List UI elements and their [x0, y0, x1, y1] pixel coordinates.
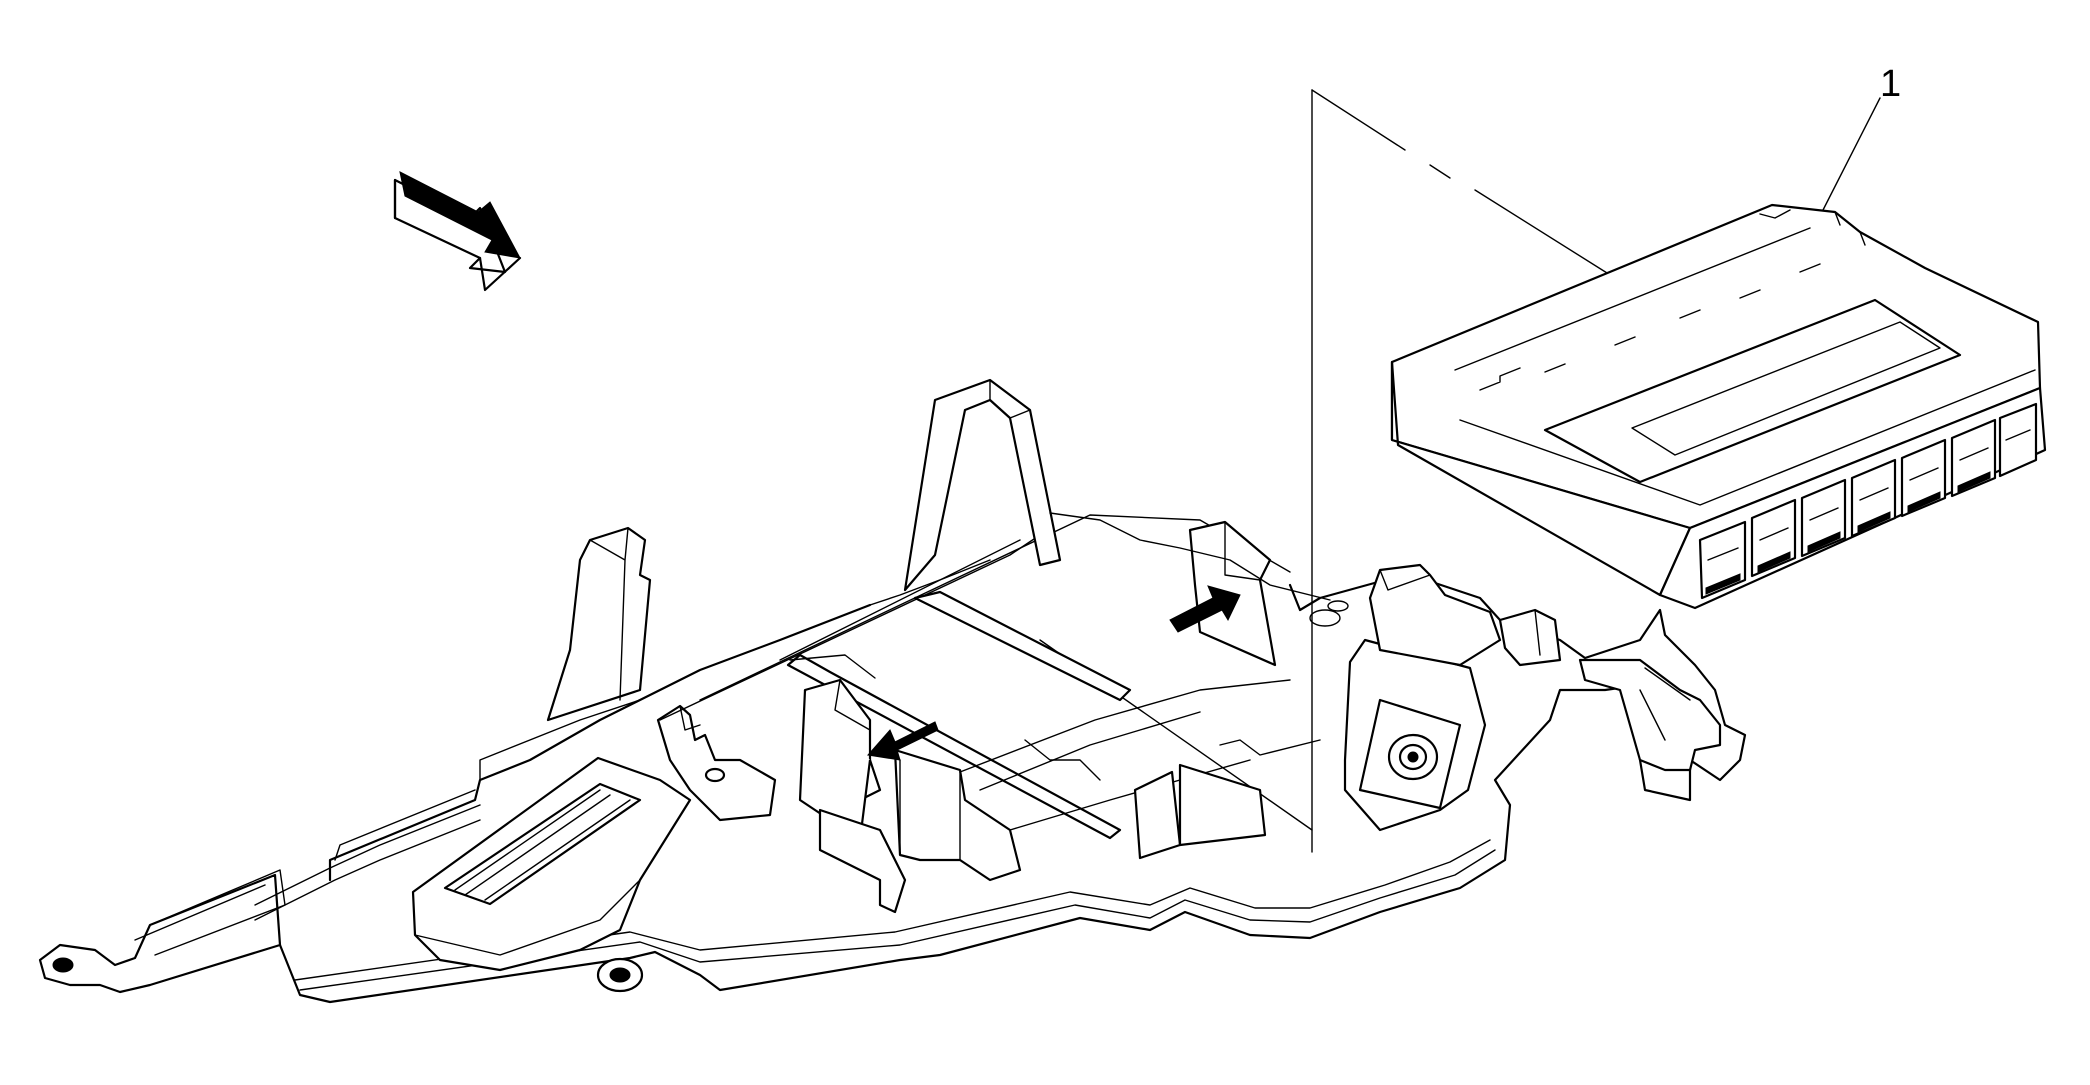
- callout-number: 1: [1880, 63, 1901, 105]
- module-assembly: [1390, 203, 2047, 610]
- install-direction-arrow-icon: [867, 721, 939, 761]
- install-direction-arrow-icon: [1169, 585, 1241, 633]
- connector-ports: [1698, 402, 2038, 600]
- view-direction-arrow-icon: [393, 171, 522, 292]
- mounting-bracket: [38, 378, 1747, 1004]
